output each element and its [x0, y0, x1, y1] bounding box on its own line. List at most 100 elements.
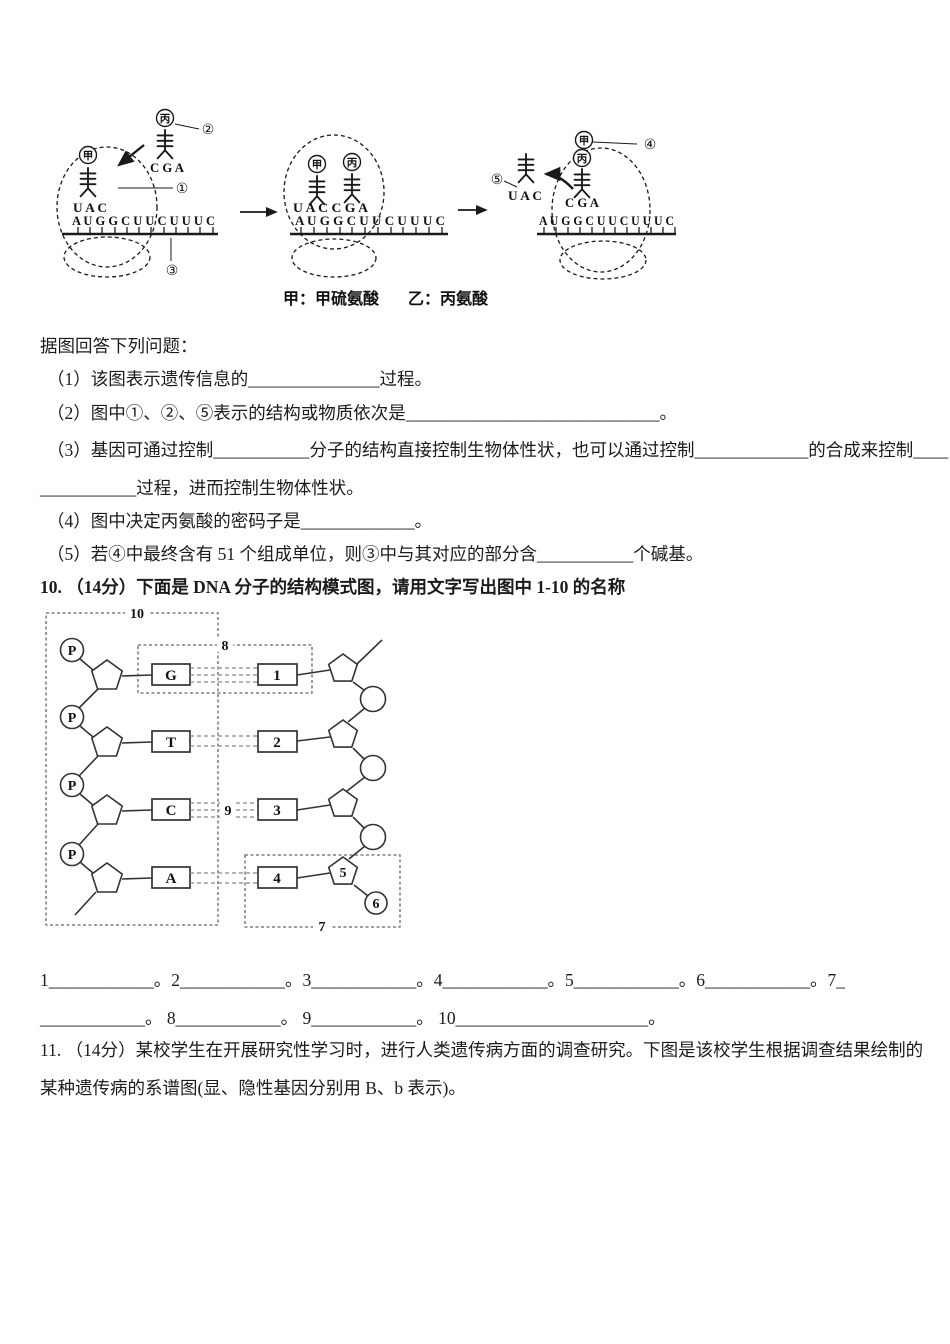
- caption-alanine: 乙：丙氨酸: [408, 289, 489, 308]
- deoxyribose-pentagon: [327, 719, 359, 748]
- q9-item-3-cont: ___________过程，进而控制生物体性状。: [40, 478, 364, 498]
- ribosome-panel-1: [56, 108, 218, 278]
- q10-answer-line-1: 1____________。2____________。3___________…: [40, 970, 845, 990]
- phosphate-circle-right: [359, 823, 387, 851]
- ribosome-large-subunit: [56, 146, 158, 268]
- q9-item-5: （5）若④中最终含有 51 个组成单位，则③中与其对应的部分含_________…: [47, 544, 704, 564]
- left-strand-tail: [74, 891, 97, 916]
- deoxyribose-pentagon: [90, 659, 124, 690]
- callout-3: ③: [166, 263, 179, 279]
- mrna-sequence-p1: A U G G C U U C U U U C: [72, 214, 215, 228]
- ribosome-panel-2: [283, 134, 448, 278]
- amino-acid-bing-circle: [342, 152, 362, 172]
- deoxyribose-pentagon-5: [327, 856, 359, 885]
- amino-acid-bing-circle: [155, 108, 175, 128]
- ribosome-small-subunit: [559, 240, 647, 280]
- label-10-backing: [125, 606, 150, 620]
- q11-line-1: 11. （14分）某校学生在开展研究性学习时，进行人类遗传病方面的调查研究。下图…: [40, 1040, 924, 1060]
- mrna-sequence-p3: A U G G C U U C U U U C: [539, 214, 674, 228]
- phosphate-label: P: [68, 644, 77, 659]
- ribosome-large-subunit: [551, 147, 651, 273]
- label-7-backing: [313, 920, 331, 934]
- mrna-sequence-p2: A U G G C U U C U U U C: [295, 214, 445, 228]
- phosphate-label: P: [68, 779, 77, 794]
- anticodon-pair-p2: U A C C G A: [293, 201, 368, 215]
- phosphate-circle: [59, 704, 85, 730]
- callout-4-line: [592, 141, 638, 145]
- right-strand-tail: [356, 639, 383, 665]
- mrna-ticks: [300, 227, 443, 234]
- slot-4: 4: [273, 871, 281, 887]
- base-G: G: [165, 668, 177, 684]
- amino-acid-jia-label: 甲: [579, 135, 590, 147]
- callout-2-line: [174, 123, 200, 130]
- amino-acid-jia-label: 甲: [312, 159, 323, 171]
- ribosome-large-subunit: [283, 134, 385, 250]
- slot-1: 1: [273, 668, 281, 684]
- phosphate-circle: [59, 841, 85, 867]
- amino-acid-jia-circle: [574, 130, 594, 150]
- base-C: C: [166, 803, 177, 819]
- base-T: T: [166, 735, 176, 751]
- phosphate-circle-right: [359, 685, 387, 713]
- phosphate-circle-right: [359, 754, 387, 782]
- mrna-ticks: [77, 227, 214, 234]
- deoxyribose-pentagon: [327, 653, 359, 682]
- q10-answer-line-2: ____________。 8____________。 9__________…: [40, 1008, 666, 1028]
- label-5: 5: [340, 866, 347, 881]
- deoxyribose-pentagon: [90, 862, 124, 893]
- anticodon-uac-p1: U A C: [73, 201, 107, 215]
- q11-line-2: 某种遗传病的系谱图(显、隐性基因分别用 B、b 表示)。: [40, 1078, 466, 1098]
- phosphate-circle: [59, 772, 85, 798]
- hydrogen-bonds: [190, 667, 258, 884]
- dna-backbones: [59, 637, 388, 916]
- trna-exit-arrow: [543, 166, 574, 190]
- deoxyribose-pentagon: [90, 726, 124, 757]
- q10-stem: 10. （14分）下面是 DNA 分子的结构模式图，请用文字写出图中 1-10 …: [40, 577, 626, 597]
- amino-acid-bing-circle: [572, 148, 592, 168]
- amino-acid-bing-label: 丙: [160, 113, 171, 125]
- base-A: A: [166, 871, 177, 887]
- ribosome-panel-3: [503, 130, 676, 280]
- amino-acid-jia-circle: [307, 154, 327, 174]
- phosphate-label: P: [68, 711, 77, 726]
- ribosome-small-subunit: [291, 238, 377, 278]
- q9-item-1: （1）该图表示遗传信息的_______________过程。: [47, 369, 432, 389]
- mrna-ticks: [543, 227, 676, 234]
- callout-2: ②: [202, 122, 215, 138]
- translation-diagram: 甲 丙 ② ① ③ U A C C G A A U G G C U U C U …: [56, 108, 676, 308]
- phosphate-circle: [59, 637, 85, 663]
- amino-acid-jia-circle: [78, 145, 98, 165]
- ribosome-small-subunit: [63, 236, 151, 278]
- anticodon-cga-p3: C G A: [565, 196, 599, 210]
- amino-acid-bing-label: 丙: [577, 153, 588, 165]
- deoxyribose-pentagon: [90, 794, 124, 825]
- region-7-box: [244, 854, 401, 928]
- phosphate-circle-6: [364, 891, 388, 915]
- anticodon-cga-p1: C G A: [150, 161, 184, 175]
- callout-5: ⑤: [491, 172, 504, 188]
- slot-2: 2: [273, 735, 281, 751]
- callout-1: ①: [176, 181, 189, 197]
- label-7: 7: [319, 920, 326, 935]
- label-8: 8: [222, 639, 229, 654]
- q9-item-4: （4）图中决定丙氨酸的密码子是_____________。: [47, 511, 432, 531]
- label-6: 6: [373, 897, 380, 912]
- amino-acid-bing-label: 丙: [347, 157, 358, 169]
- label-9: 9: [225, 804, 232, 819]
- q9-item-3: （3）基因可通过控制___________分子的结构直接控制生物体性状，也可以通…: [47, 440, 949, 460]
- trna-entry-arrow: [117, 144, 145, 167]
- dna-structure-diagram: 10 8 9 7 P P P P G T C A 1 2 3 4 5 6: [45, 606, 401, 935]
- anticodon-uac-p3: U A C: [508, 189, 542, 203]
- region-8-box: [137, 644, 313, 694]
- label-10: 10: [130, 607, 144, 622]
- callout-4: ④: [644, 137, 657, 153]
- q9-intro: 据图回答下列问题：: [40, 336, 198, 356]
- caption-methionine: 甲：甲硫氨酸: [283, 289, 380, 308]
- deoxyribose-pentagon: [327, 788, 359, 817]
- amino-acid-jia-label: 甲: [83, 150, 94, 162]
- callout-5-line: [503, 180, 518, 188]
- slot-3: 3: [273, 803, 281, 819]
- phosphate-label: P: [68, 848, 77, 863]
